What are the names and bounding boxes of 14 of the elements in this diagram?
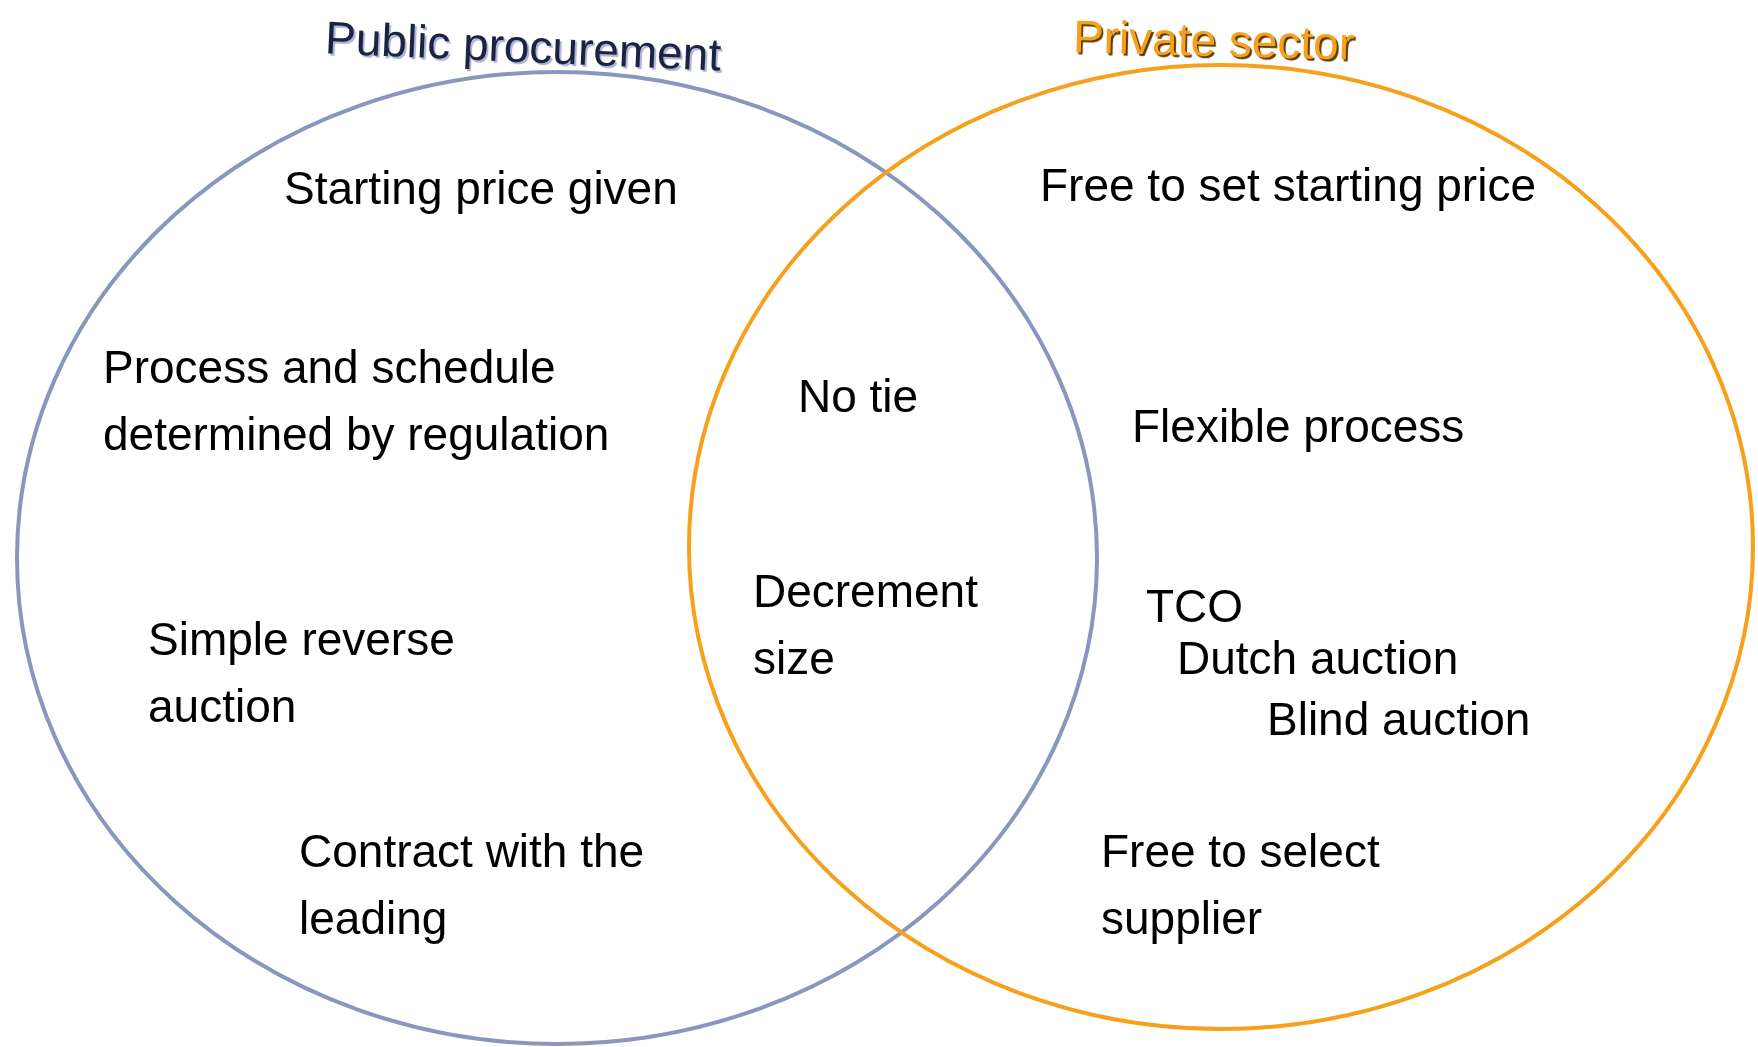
set-heading: Private sector	[1072, 9, 1355, 72]
set-item: Blind auction	[1267, 692, 1532, 747]
set-item: Contract with the leading	[299, 824, 646, 946]
set-heading: Public procurement	[323, 10, 723, 83]
set-item: Flexible process	[1132, 399, 1466, 454]
set-item: Decrement size	[753, 564, 979, 686]
set-item: Simple reverse auction	[148, 612, 456, 734]
set-item: Starting price given	[284, 161, 679, 216]
set-item: Free to set starting price	[1040, 158, 1537, 213]
set-item: No tie	[798, 369, 920, 424]
set-item: Dutch auction	[1177, 631, 1460, 686]
set-item: TCO	[1146, 579, 1245, 634]
set-item: Process and schedule determined by regulation	[103, 340, 611, 462]
set-item: Free to select supplier	[1101, 824, 1381, 946]
